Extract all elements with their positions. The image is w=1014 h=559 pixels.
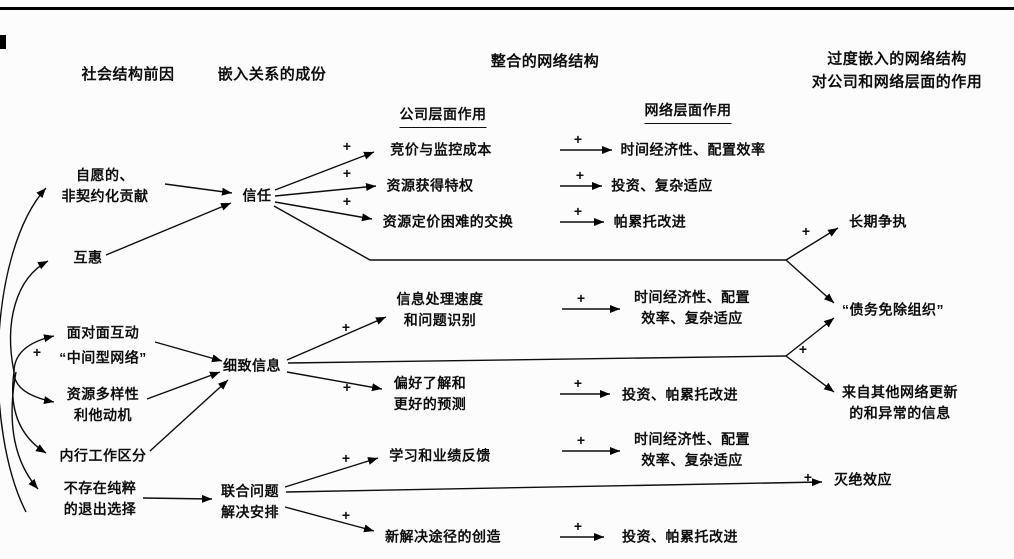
- node-no-exit-option: 不存在纯粹 的退出选择: [63, 480, 137, 517]
- node-processing-speed: 信息处理速度 和问题识别: [396, 291, 484, 328]
- arrow-voluntary-trust: [164, 183, 233, 196]
- plus-sign: +: [341, 450, 351, 466]
- arrow-joint-newsolution: [284, 506, 375, 533]
- plus-sign: +: [573, 375, 583, 391]
- plus-sign: +: [573, 518, 583, 534]
- arrow-trust-longdisputes: [785, 227, 839, 261]
- arrow-trust-debt: [785, 259, 835, 304]
- node-joint-problem-solving: 联合问题 解决安排: [221, 483, 279, 520]
- arrow-fineinfo-speed: [286, 316, 387, 361]
- arrow-fineinfo-outsideinfo: [785, 355, 835, 393]
- node-fine-grained-info: 细致信息: [223, 357, 281, 374]
- node-time-alloc-efficiency: 时间经济性、配置效率: [620, 141, 766, 158]
- node-invest-complex-adapt: 投资、复杂适应: [611, 177, 713, 194]
- plus-sign: +: [342, 193, 352, 209]
- node-trust: 信任: [242, 187, 272, 204]
- node-learning-feedback: 学习和业绩反馈: [389, 447, 491, 464]
- node-bidding-monitoring-cost: 竞价与监控成本: [390, 141, 492, 158]
- node-hard-to-price-exchange: 资源定价困难的交换: [382, 213, 514, 230]
- line-trust-trunk: [273, 205, 786, 261]
- header-components: 嵌入关系的成份: [217, 65, 327, 83]
- node-time-alloc-adapt-1: 时间经济性、配置 效率、复杂适应: [634, 289, 750, 326]
- arrow-trust-bidding: [274, 151, 375, 191]
- arrow-face-fineinfo: [154, 341, 223, 363]
- scan-artifact: [0, 35, 6, 49]
- plus-sign: +: [342, 138, 352, 154]
- arrow-expert-fineinfo: [149, 379, 229, 452]
- arrow-trust-pricing: [274, 201, 373, 222]
- plus-sign: +: [801, 223, 811, 239]
- node-time-alloc-adapt-2: 时间经济性、配置 效率、复杂适应: [634, 431, 750, 468]
- node-voluntary-contributions: 自愿的、 非契约化贡献: [61, 167, 149, 204]
- arrow-fineinfo-preference: [286, 371, 383, 392]
- node-extinction-effect: 灭绝效应: [834, 471, 892, 488]
- arc-left-to-expert: [12, 371, 47, 454]
- node-intermediate-network: “中间型网络”: [59, 349, 147, 366]
- subheader-firm-level: 公司层面作用: [399, 104, 487, 128]
- plus-sign: +: [573, 131, 583, 147]
- header-antecedents: 社会结构前因: [81, 65, 175, 83]
- node-long-term-disputes: 长期争执: [849, 213, 907, 230]
- arrow-fineinfo-debt: [785, 317, 835, 357]
- node-invest-pareto-1: 投资、帕累托改进: [622, 386, 738, 403]
- arrow-joint-extinction: [285, 478, 823, 493]
- node-expert-division: 内行工作区分: [59, 447, 147, 464]
- arrow-trust-privilege: [274, 183, 377, 197]
- arc-left-to-reciprocity: [9, 260, 49, 373]
- arc-left-outer: [0, 187, 47, 513]
- plus-sign: +: [341, 319, 351, 335]
- header-overembedded: 过度嵌入的网络结构 对公司和网络层面的作用: [811, 50, 983, 91]
- plus-sign: +: [576, 290, 586, 306]
- node-resource-diversity: 资源多样性 利他动机: [66, 386, 140, 423]
- plus-sign: +: [573, 203, 583, 219]
- arc-left-to-noexit: [11, 371, 39, 490]
- node-resource-privilege: 资源获得特权: [386, 177, 474, 194]
- plus-sign: +: [32, 344, 42, 360]
- node-preference-forecast: 偏好了解和 更好的预测: [393, 375, 467, 412]
- arc-left-to-face: [13, 334, 55, 373]
- node-invest-pareto-2: 投资、帕累托改进: [622, 528, 738, 545]
- node-face-to-face: 面对面互动: [66, 324, 140, 341]
- plus-sign: +: [798, 341, 808, 357]
- top-rule: [0, 7, 1014, 10]
- arc-left-to-resource: [13, 371, 55, 404]
- plus-sign: +: [341, 507, 351, 523]
- plus-sign: +: [575, 167, 585, 183]
- node-pareto-improvement: 帕累托改进: [613, 213, 687, 230]
- subheader-network-level: 网络层面作用: [644, 100, 732, 124]
- header-integrated: 整合的网络结构: [490, 52, 600, 70]
- arrow-resource-fineinfo: [146, 371, 221, 400]
- arrow-noexit-joint: [142, 494, 213, 503]
- node-debt-forgiveness-org: “债务免除组织”: [842, 301, 944, 318]
- node-reciprocity: 互惠: [73, 249, 103, 266]
- plus-sign: +: [576, 432, 586, 448]
- line-fineinfo-trunk: [287, 355, 787, 364]
- node-new-solutions: 新解决途径的创造: [385, 528, 501, 545]
- plus-sign: +: [342, 379, 352, 395]
- arrow-reciprocity-trust: [105, 202, 232, 256]
- node-outside-network-info: 来自其他网络更新 的和异常的信息: [842, 384, 958, 421]
- plus-sign: +: [342, 165, 352, 181]
- arrow-joint-learning: [284, 457, 379, 488]
- plus-sign: +: [803, 469, 813, 485]
